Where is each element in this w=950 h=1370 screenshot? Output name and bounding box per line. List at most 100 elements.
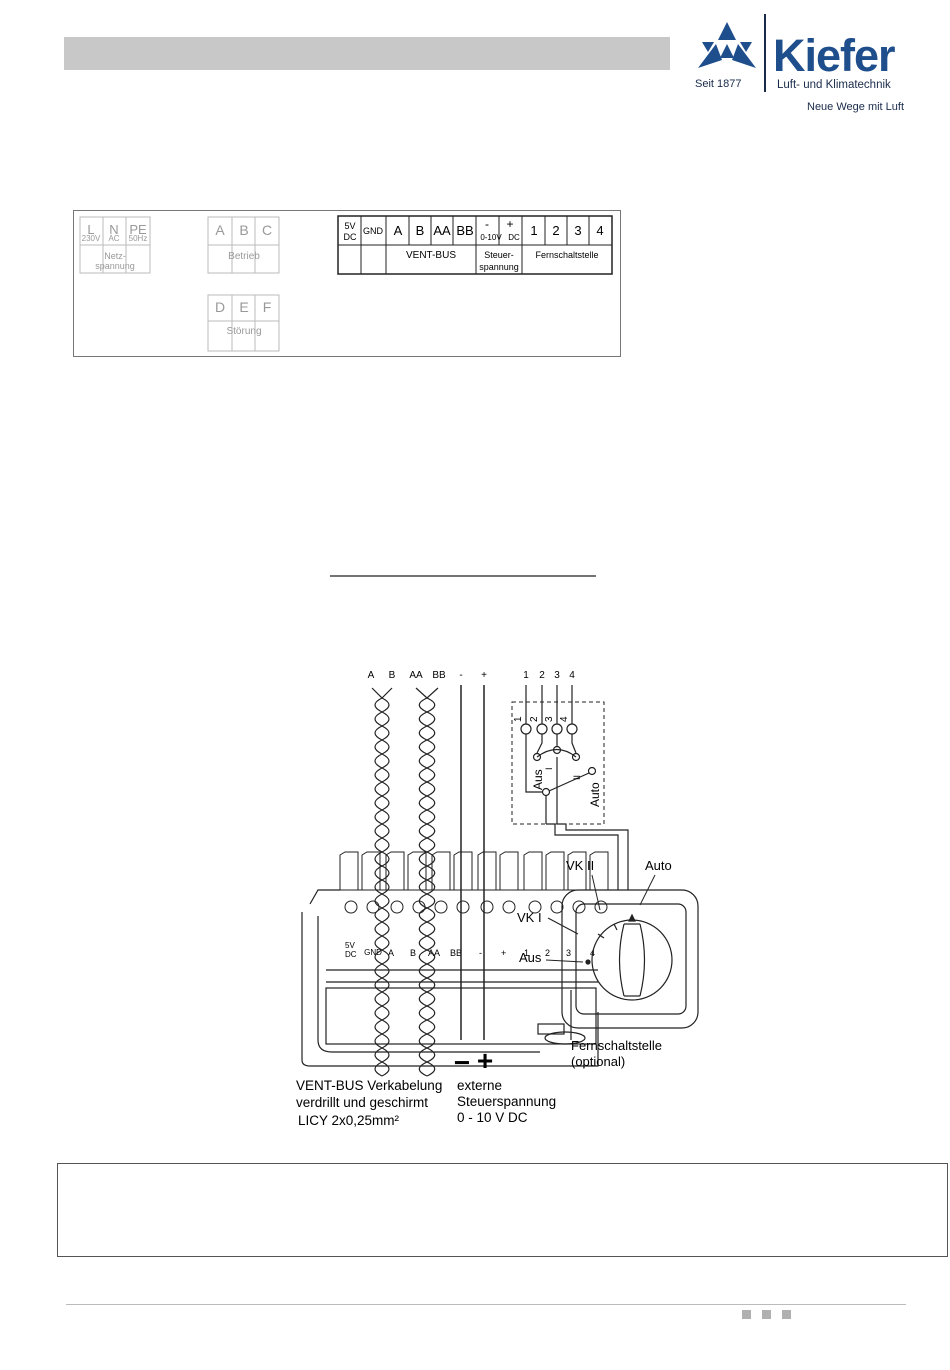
mains-terminals bbox=[79, 216, 151, 274]
conn-3: 3 bbox=[566, 948, 571, 958]
knob-vk2: VK II bbox=[566, 858, 594, 873]
mains-l: L bbox=[87, 222, 94, 237]
strip-a: A bbox=[394, 223, 403, 238]
footer-rule bbox=[66, 1304, 906, 1305]
twisted-wire bbox=[374, 687, 393, 1077]
strip-plus: + bbox=[506, 217, 513, 231]
betrieb-b: B bbox=[239, 222, 248, 238]
out-aa: AA bbox=[409, 670, 423, 681]
strip-bb: BB bbox=[456, 223, 473, 238]
strip-minus: - bbox=[485, 217, 489, 231]
out-2: 2 bbox=[539, 670, 545, 681]
switch-wires bbox=[525, 685, 573, 725]
strip-1: 1 bbox=[530, 223, 537, 238]
logo-since: Seit 1877 bbox=[695, 78, 742, 90]
wiring-diagram: 5V DC GND A B AA BB - + 1 2 3 4 A B AA B… bbox=[296, 575, 699, 1128]
switch-caption-2: (optional) bbox=[571, 1054, 625, 1069]
mains-group-2: spannung bbox=[95, 261, 135, 271]
logo-subtitle: Luft- und Klimatechnik bbox=[777, 79, 891, 91]
conn-plus: + bbox=[501, 948, 506, 958]
control-caption-1: externe bbox=[457, 1078, 502, 1093]
mains-50hz: 50Hz bbox=[129, 234, 148, 243]
pin-4: 4 bbox=[559, 716, 570, 722]
betrieb-c: C bbox=[262, 222, 272, 238]
conn-1: 1 bbox=[524, 948, 529, 958]
strip-dc: DC bbox=[344, 232, 357, 242]
terminal-panel-drawing: L N PE 230V AC 50Hz Netz- spannung A B C… bbox=[79, 215, 613, 352]
terminal-panel bbox=[73, 210, 621, 357]
plus-sign: + bbox=[477, 1045, 493, 1076]
switch-contacts bbox=[520, 723, 597, 797]
strip-aa: AA bbox=[433, 223, 451, 238]
pos-ii: II bbox=[572, 775, 582, 780]
conn-5v: 5V bbox=[345, 941, 355, 950]
bus-caption-2: verdrillt und geschirmt bbox=[296, 1095, 428, 1110]
bus-caption-3: LICY 2x0,25mm² bbox=[298, 1113, 400, 1128]
logo-tagline: Neue Wege mit Luft bbox=[807, 101, 905, 113]
out-minus: - bbox=[459, 670, 462, 681]
knob-leaders bbox=[545, 874, 656, 963]
conn-aa: AA bbox=[428, 948, 440, 958]
pin-2: 2 bbox=[529, 716, 540, 722]
conn-bb: BB bbox=[450, 948, 462, 958]
strip-4: 4 bbox=[596, 223, 603, 238]
betrieb-label: Betrieb bbox=[228, 251, 260, 262]
strip-5v: 5V bbox=[344, 221, 355, 231]
conn-a: A bbox=[388, 948, 394, 958]
minus-sign: − bbox=[454, 1047, 470, 1078]
logo-divider bbox=[764, 14, 766, 92]
footer-square-2 bbox=[762, 1310, 771, 1319]
pos-aus: Aus bbox=[531, 769, 545, 790]
knob-vk1: VK I bbox=[517, 910, 542, 925]
connector-housing bbox=[301, 575, 599, 1067]
knob-aus: Aus bbox=[519, 950, 542, 965]
footer-square-3 bbox=[782, 1310, 791, 1319]
conn-2: 2 bbox=[545, 948, 550, 958]
strip-gnd: GND bbox=[363, 226, 384, 236]
pos-auto: Auto bbox=[588, 782, 602, 807]
note-box bbox=[57, 1163, 948, 1257]
out-1: 1 bbox=[523, 670, 529, 681]
pin-3: 3 bbox=[544, 716, 555, 722]
stoerung-f: F bbox=[263, 299, 272, 315]
strip-steuer-1: Steuer- bbox=[484, 250, 514, 260]
mains-230v: 230V bbox=[82, 234, 101, 243]
rotary-switch-icon bbox=[561, 889, 699, 1029]
logo-name: Kiefer bbox=[773, 30, 896, 81]
conn-minus: - bbox=[479, 948, 482, 958]
strip-steuer-2: spannung bbox=[479, 262, 519, 272]
out-4: 4 bbox=[569, 670, 575, 681]
out-b: B bbox=[389, 670, 396, 681]
mains-pe: PE bbox=[129, 222, 147, 237]
conn-gnd: GND bbox=[364, 948, 382, 957]
out-a: A bbox=[368, 670, 375, 681]
strip-fernschalt: Fernschaltstelle bbox=[535, 250, 598, 260]
stoerung-d: D bbox=[215, 299, 225, 315]
control-caption-3: 0 - 10 V DC bbox=[457, 1110, 528, 1125]
kiefer-logo-icon bbox=[698, 22, 756, 68]
mains-group-1: Netz- bbox=[104, 251, 126, 261]
switch-caption-1: Fernschaltstelle bbox=[571, 1038, 662, 1053]
out-3: 3 bbox=[554, 670, 560, 681]
strip-vent-bus: VENT-BUS bbox=[406, 250, 456, 261]
strip-3: 3 bbox=[574, 223, 581, 238]
twisted-wire bbox=[415, 687, 436, 1077]
betrieb-a: A bbox=[215, 222, 225, 238]
strip-0-10v: 0-10V bbox=[480, 233, 502, 242]
conn-dc: DC bbox=[345, 950, 357, 959]
switch-internal bbox=[525, 734, 629, 890]
mains-n: N bbox=[109, 222, 118, 237]
pin-1: 1 bbox=[513, 716, 524, 722]
terminal-blocks bbox=[330, 851, 610, 891]
out-bb: BB bbox=[432, 670, 446, 681]
stoerung-label: Störung bbox=[226, 326, 261, 337]
bus-caption-1: VENT-BUS Verkabelung bbox=[296, 1078, 442, 1093]
pos-i: I bbox=[544, 767, 554, 770]
twisted-wire bbox=[371, 687, 390, 1077]
footer-square-1 bbox=[742, 1310, 751, 1319]
twisted-pair-cables bbox=[371, 687, 439, 1077]
stoerung-e: E bbox=[239, 299, 248, 315]
strip-2: 2 bbox=[552, 223, 559, 238]
twisted-wire bbox=[418, 687, 439, 1077]
mains-ac: AC bbox=[108, 234, 119, 243]
